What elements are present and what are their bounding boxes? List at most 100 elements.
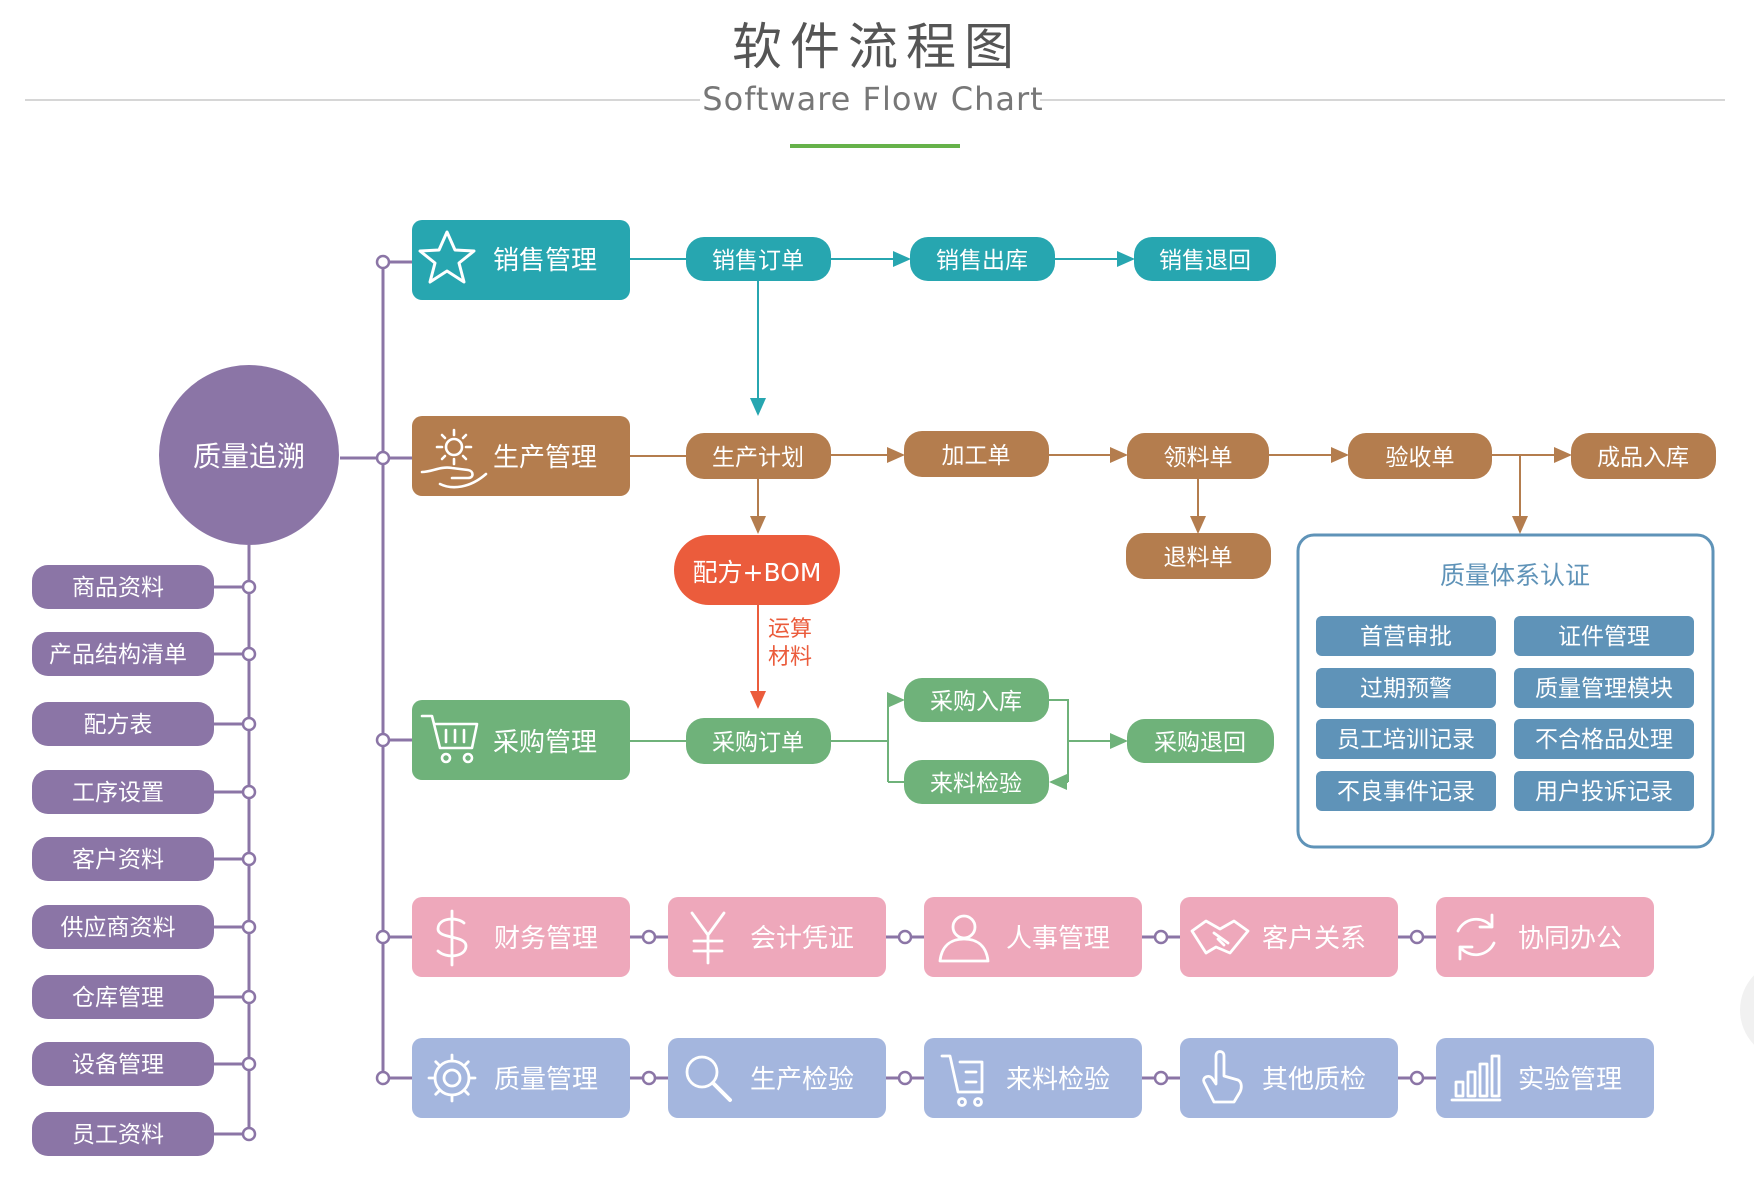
quality-system-item[interactable]: 证件管理 bbox=[1514, 616, 1694, 656]
purchase-return-node[interactable]: 采购退回 bbox=[1127, 719, 1274, 763]
production-module[interactable]: 生产管理 bbox=[412, 416, 630, 496]
quality-system-item[interactable]: 首营审批 bbox=[1316, 616, 1496, 656]
module-card[interactable]: 来料检验 bbox=[924, 1038, 1142, 1118]
left-list-pill bbox=[32, 632, 214, 676]
page-title: 软件流程图 bbox=[732, 18, 1022, 76]
module-card-label: 来料检验 bbox=[1006, 1065, 1110, 1095]
quality-system-title: 质量体系认证 bbox=[1440, 561, 1590, 590]
quality-system-box bbox=[1296, 533, 1715, 849]
dollar-icon bbox=[436, 909, 468, 967]
left-list-label: 仓库管理 bbox=[72, 985, 164, 1011]
quality-system-item[interactable]: 用户投诉记录 bbox=[1514, 771, 1694, 811]
left-list-item[interactable]: 设备管理 bbox=[32, 1042, 257, 1086]
trunk-node-production bbox=[375, 450, 391, 466]
left-list-label: 员工资料 bbox=[72, 1122, 164, 1148]
left-list-pill bbox=[32, 702, 214, 746]
module-card[interactable]: 质量管理 bbox=[412, 1038, 630, 1118]
production-module-label: 生产管理 bbox=[493, 443, 597, 473]
purchase-order-label: 采购订单 bbox=[712, 730, 804, 756]
module-card-label: 会计凭证 bbox=[750, 924, 854, 954]
bom-note-line1: 运算 bbox=[768, 617, 812, 642]
module-card[interactable]: 财务管理 bbox=[412, 897, 630, 977]
module-card[interactable]: 生产检验 bbox=[668, 1038, 886, 1118]
traceability-circle[interactable] bbox=[159, 365, 339, 545]
trunk-node-purchase bbox=[375, 732, 391, 748]
quality-system-item[interactable]: 过期预警 bbox=[1316, 668, 1496, 708]
left-list-node bbox=[241, 716, 257, 732]
module-card-label: 生产检验 bbox=[750, 1065, 854, 1095]
quality-system-label: 首营审批 bbox=[1360, 624, 1452, 650]
material-pick-label: 领料单 bbox=[1164, 445, 1233, 471]
purchase-inbound-node[interactable]: 采购入库 bbox=[904, 678, 1049, 722]
left-list-label: 产品结构清单 bbox=[49, 642, 187, 668]
acceptance-node[interactable]: 验收单 bbox=[1348, 433, 1492, 479]
sync-icon bbox=[1456, 913, 1496, 961]
cart-icon bbox=[420, 714, 479, 764]
sales-outbound-node[interactable]: 销售出库 bbox=[910, 237, 1055, 281]
left-list-label: 商品资料 bbox=[72, 575, 164, 601]
module-card[interactable]: 实验管理 bbox=[1436, 1038, 1654, 1118]
sales-outbound-label: 销售出库 bbox=[936, 248, 1028, 274]
left-list-item[interactable]: 配方表 bbox=[32, 702, 257, 746]
left-list-pill bbox=[32, 837, 214, 881]
left-list-item[interactable]: 工序设置 bbox=[32, 770, 257, 814]
left-list-item[interactable]: 商品资料 bbox=[32, 565, 257, 609]
finished-goods-node[interactable]: 成品入库 bbox=[1571, 433, 1716, 479]
module-card[interactable]: 协同办公 bbox=[1436, 897, 1654, 977]
finished-goods-label: 成品入库 bbox=[1597, 445, 1689, 471]
module-card[interactable]: 会计凭证 bbox=[668, 897, 886, 977]
header-accent-bar bbox=[790, 144, 960, 148]
trunk-node-sales bbox=[375, 254, 391, 270]
quality-system-item[interactable]: 质量管理模块 bbox=[1514, 668, 1694, 708]
traceability-label: 质量追溯 bbox=[193, 440, 305, 473]
purchase-order-node[interactable]: 采购订单 bbox=[686, 718, 831, 764]
person-icon bbox=[938, 914, 990, 963]
quality-system-item[interactable]: 不合格品处理 bbox=[1514, 719, 1694, 759]
sales-module[interactable]: 销售管理 bbox=[412, 220, 630, 300]
quality-system-label: 不合格品处理 bbox=[1535, 727, 1673, 753]
quality-system-label: 质量管理模块 bbox=[1535, 676, 1673, 702]
trunk-node-quality bbox=[375, 1070, 391, 1086]
material-return-label: 退料单 bbox=[1164, 545, 1233, 571]
quality-system-item[interactable]: 不良事件记录 bbox=[1316, 771, 1496, 811]
module-card[interactable]: 人事管理 bbox=[924, 897, 1142, 977]
row-connector-node bbox=[897, 1070, 913, 1086]
left-list-pill bbox=[32, 1042, 214, 1086]
left-list-item[interactable]: 供应商资料 bbox=[32, 905, 257, 949]
sales-return-node[interactable]: 销售退回 bbox=[1134, 237, 1276, 281]
incoming-inspection-node[interactable]: 来料检验 bbox=[904, 760, 1049, 804]
work-order-node[interactable]: 加工单 bbox=[904, 431, 1049, 477]
row-connector-node bbox=[897, 929, 913, 945]
sales-order-label: 销售订单 bbox=[712, 248, 804, 274]
left-list-node bbox=[241, 989, 257, 1005]
left-list-node bbox=[241, 784, 257, 800]
module-card[interactable]: 客户关系 bbox=[1180, 897, 1398, 977]
material-return-node[interactable]: 退料单 bbox=[1126, 533, 1271, 579]
row-connector-node bbox=[1409, 929, 1425, 945]
left-list-item[interactable]: 员工资料 bbox=[32, 1112, 257, 1156]
left-list-item[interactable]: 产品结构清单 bbox=[32, 632, 257, 676]
purchase-module[interactable]: 采购管理 bbox=[412, 700, 630, 780]
yen-icon bbox=[690, 911, 726, 965]
purchase-inbound-label: 采购入库 bbox=[930, 689, 1022, 715]
left-list-pill bbox=[32, 975, 214, 1019]
quality-system-items: 首营审批 证件管理过期预警 质量管理模块员工培训记录 不合格品处理不良事件记录用户投诉… bbox=[1316, 616, 1694, 811]
module-card[interactable]: 其他质检 bbox=[1180, 1038, 1398, 1118]
left-list-item[interactable]: 客户资料 bbox=[32, 837, 257, 881]
hand-pointer-icon bbox=[1202, 1050, 1243, 1104]
quality-system-pill bbox=[1514, 668, 1694, 708]
left-list-item[interactable]: 仓库管理 bbox=[32, 975, 257, 1019]
acceptance-label: 验收单 bbox=[1386, 445, 1455, 471]
material-pick-node[interactable]: 领料单 bbox=[1127, 433, 1269, 479]
quality-system-pill bbox=[1316, 771, 1496, 811]
production-plan-node[interactable]: 生产计划 bbox=[686, 433, 831, 479]
quality-system-item[interactable]: 员工培训记录 bbox=[1316, 719, 1496, 759]
sales-order-node[interactable]: 销售订单 bbox=[686, 237, 831, 281]
left-list-label: 客户资料 bbox=[72, 847, 164, 873]
module-card-bg bbox=[1436, 897, 1654, 977]
left-list-pill bbox=[32, 905, 214, 949]
bom-node[interactable]: 配方+BOM bbox=[674, 535, 840, 605]
left-list-pill bbox=[32, 1112, 214, 1156]
